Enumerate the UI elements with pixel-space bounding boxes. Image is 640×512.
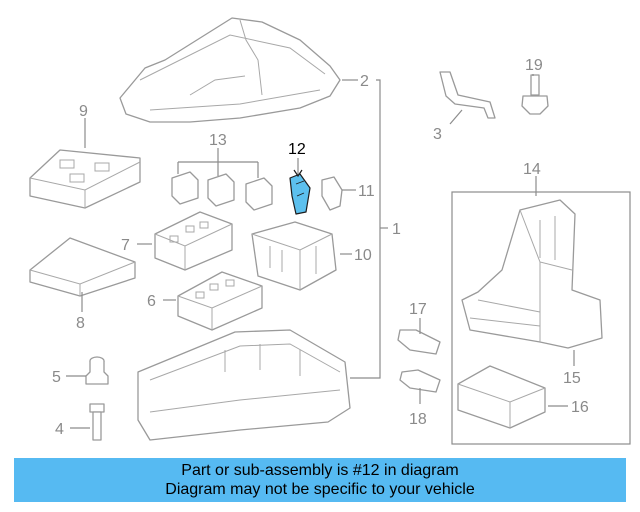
part-8-bracket [29,237,136,297]
callout-7: 7 [121,237,130,254]
callout-10: 10 [354,247,372,264]
part-9-block [29,149,141,209]
leader-lines [66,74,575,429]
part-12-fuse [289,173,311,215]
part-11-fuse [321,176,343,211]
callout-3: 3 [433,126,442,143]
callout-17: 17 [409,301,427,318]
callout-15: 15 [563,370,581,387]
callout-9: 9 [79,103,88,120]
part-3-bracket [439,71,496,119]
callout-6: 6 [147,293,156,310]
part-19-bolt [521,74,549,115]
part-17-connector [397,329,441,355]
callout-8: 8 [76,315,85,332]
part-14-group-frame [451,191,631,445]
part-15-assembly [461,199,603,349]
callout-19: 19 [525,57,543,74]
banner-line-2: Diagram may not be specific to your vehi… [165,481,475,498]
callout-18: 18 [409,411,427,428]
callout-16: 16 [571,399,589,416]
part-5-grommet [85,356,109,385]
parts-diagram: 2 19 3 9 13 12 11 14 1 7 10 6 8 17 5 15 … [29,17,631,445]
part-7-block [154,211,233,271]
info-banner: Part or sub-assembly is #12 in diagram D… [14,458,626,502]
part-1-housing [137,329,351,441]
part-16-cover [457,365,546,429]
banner-line-1: Part or sub-assembly is #12 in diagram [181,462,459,479]
callout-13: 13 [209,132,227,149]
part-6-block [177,271,263,331]
callout-5: 5 [52,369,61,386]
callout-12: 12 [288,141,306,158]
part-2-cover [119,17,341,123]
callout-11: 11 [358,183,375,200]
callout-14: 14 [523,161,541,178]
part-4-bolt [89,403,105,441]
callout-4: 4 [55,421,64,438]
callout-2: 2 [360,73,369,90]
part-13-relays [171,171,273,211]
callout-1: 1 [392,221,401,238]
part-18-connector [399,369,441,393]
part-10-block [251,221,337,291]
